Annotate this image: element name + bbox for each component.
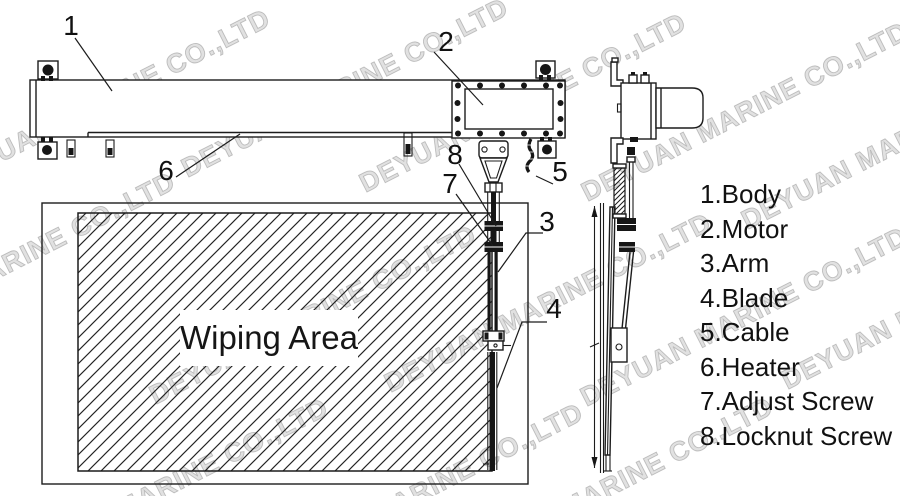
callout-7: 7 bbox=[442, 168, 458, 199]
callout-1: 1 bbox=[63, 10, 79, 41]
part-item-locknut-screw: 8.Locknut Screw bbox=[700, 420, 893, 451]
motor-front-view bbox=[451, 80, 566, 159]
callout-5: 5 bbox=[552, 156, 568, 187]
window-outer-frame bbox=[41, 202, 529, 485]
glass-edge bbox=[599, 203, 605, 473]
heater-clip bbox=[66, 139, 76, 158]
leader-6-heater bbox=[175, 133, 241, 178]
blade-side bbox=[604, 206, 616, 472]
side-view bbox=[589, 57, 704, 473]
leader-8-locknut-screw bbox=[458, 163, 497, 227]
motor-side-view bbox=[655, 87, 704, 129]
mounting-bracket-bottom-right bbox=[537, 137, 557, 159]
part-item-motor: 2.Motor bbox=[700, 213, 789, 244]
part-item-arm: 3.Arm bbox=[700, 248, 770, 278]
side-bracket-bottom bbox=[610, 137, 638, 164]
arm-spring bbox=[612, 156, 636, 219]
callout-2: 2 bbox=[438, 26, 454, 57]
part-item-cable: 5.Cable bbox=[700, 317, 790, 347]
mounting-bracket-bottom-left bbox=[37, 137, 58, 160]
arm-blade-connector bbox=[482, 330, 511, 351]
callout-3: 3 bbox=[539, 206, 555, 237]
parts-list: 1.Body 2.Motor 3.Arm 4.Blade 5.Cable 6.H… bbox=[700, 177, 892, 453]
arm-pivot-bracket bbox=[478, 140, 509, 159]
heater-clip bbox=[403, 132, 413, 157]
callout-8: 8 bbox=[447, 139, 463, 170]
wiping-area bbox=[41, 202, 529, 485]
leader-1-body bbox=[74, 37, 113, 92]
arm-assembly-front bbox=[478, 140, 511, 471]
leader-3-arm bbox=[497, 232, 543, 273]
callout-6: 6 bbox=[158, 155, 174, 186]
adjust-screw bbox=[484, 242, 503, 252]
arm-rod bbox=[487, 252, 498, 331]
leader-lines bbox=[74, 37, 554, 389]
leader-5-cable bbox=[535, 175, 554, 185]
wiping-area-hatch bbox=[77, 212, 493, 472]
wiping-area-label: Wiping Area bbox=[180, 310, 358, 366]
arm-shaft-block bbox=[484, 182, 503, 193]
mounting-bracket-top-right bbox=[535, 60, 556, 81]
callout-4: 4 bbox=[546, 293, 562, 324]
body-side-view bbox=[616, 72, 657, 140]
part-item-adjust-screw: 7.Adjust Screw bbox=[700, 386, 874, 416]
dimension-line bbox=[589, 206, 600, 468]
part-item-heater: 6.Heater bbox=[700, 351, 800, 382]
leader-2-motor bbox=[433, 51, 484, 106]
motor-bolts bbox=[454, 82, 564, 137]
leader-7-adjust-screw bbox=[455, 193, 494, 247]
leader-4-blade bbox=[496, 321, 547, 389]
heater-clip bbox=[105, 139, 115, 158]
mounting-bracket-top-left bbox=[37, 60, 59, 81]
part-item-blade: 4.Blade bbox=[700, 282, 789, 313]
part-item-body: 1.Body bbox=[700, 179, 781, 209]
side-clamps bbox=[617, 218, 636, 252]
heater-strip bbox=[87, 131, 452, 137]
blade-front bbox=[483, 352, 498, 471]
blade-holder-plate bbox=[610, 327, 628, 363]
cable bbox=[525, 138, 535, 173]
locknut-screw bbox=[484, 221, 503, 231]
